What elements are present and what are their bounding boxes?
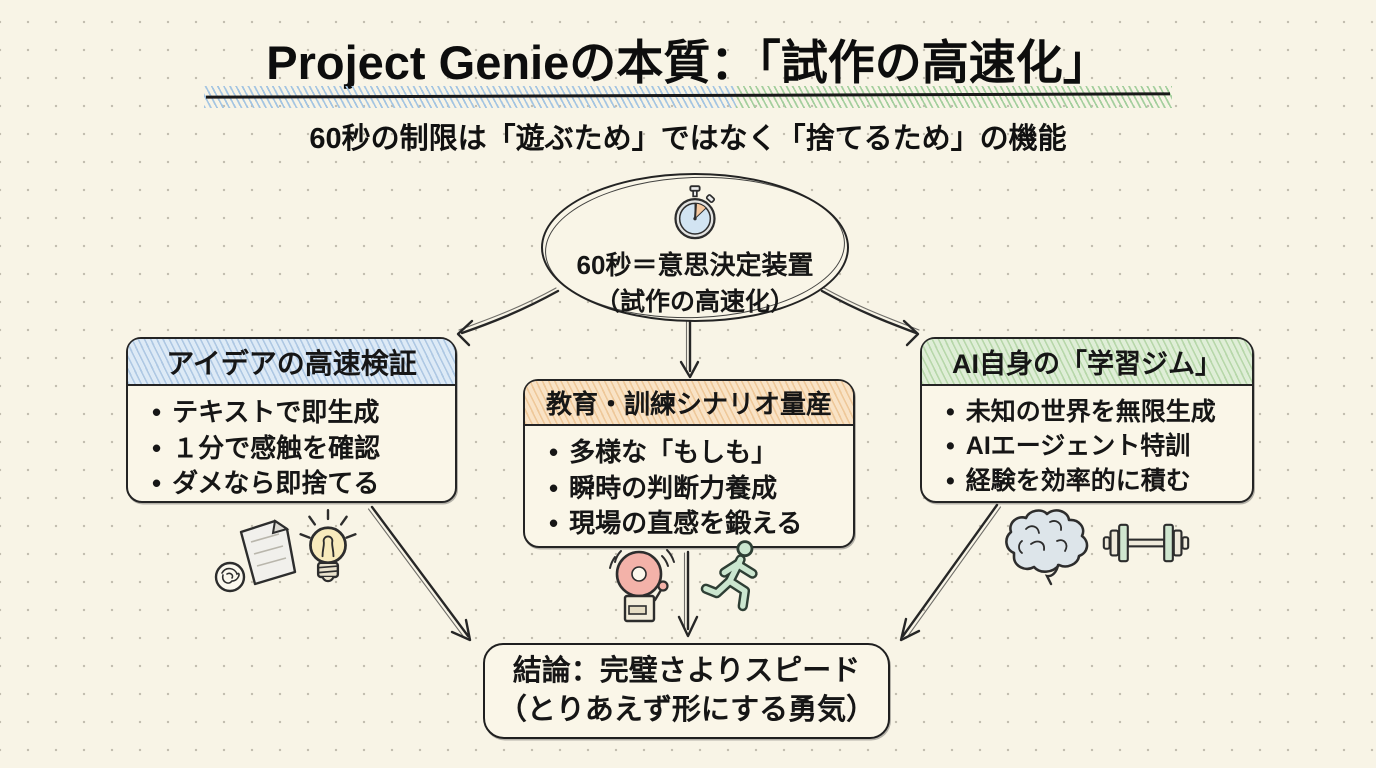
crumpled-paper-icon (214, 519, 297, 593)
page-subtitle: 60秒の制限は「遊ぶため」ではなく「捨てるため」の機能 (309, 123, 1067, 155)
runner-icon (700, 540, 758, 612)
center-node-line2: （試作の高速化） (594, 288, 795, 316)
title-underline (204, 86, 1172, 108)
branch-box-ai-gym: AI自身の「学習ジム」 未知の世界を無限生成 AIエージェント特訓 経験を効率的… (920, 337, 1254, 503)
branch-header: AI自身の「学習ジム」 (922, 339, 1252, 386)
bullet-item: 現場の直感を鍛える (549, 506, 845, 542)
page-title: Project Genieの本質：「試作の高速化」 (266, 36, 1110, 89)
conclusion-line2: （とりあえず形にする勇気） (497, 694, 876, 726)
conclusion-box: 結論：完璧さよりスピード （とりあえず形にする勇気） (483, 643, 890, 739)
bullet-item: １分で感触を確認 (152, 431, 447, 467)
bullet-list: テキストで即生成 １分で感触を確認 ダメなら即捨てる (128, 395, 455, 502)
brain-icon (1005, 509, 1089, 586)
alarm-bell-icon (609, 549, 675, 623)
bullet-item: 多様な「もしも」 (549, 435, 845, 471)
bullet-item: ダメなら即捨てる (152, 466, 447, 502)
branch-box-training-scenarios: 教育・訓練シナリオ量産 多様な「もしも」 瞬時の判断力養成 現場の直感を鍛える (523, 379, 855, 548)
underline-green-hatch (736, 86, 1172, 108)
bullet-list: 未知の世界を無限生成 AIエージェント特訓 経験を効率的に積む (922, 395, 1252, 498)
branch-box-idea-validation: アイデアの高速検証 テキストで即生成 １分で感触を確認 ダメなら即捨てる (126, 337, 457, 503)
center-node: 60秒＝意思決定装置 （試作の高速化） (541, 173, 849, 322)
lightbulb-icon (299, 508, 357, 583)
bullet-item: AIエージェント特訓 (946, 429, 1244, 463)
bullet-list: 多様な「もしも」 瞬時の判断力養成 現場の直感を鍛える (525, 435, 853, 542)
center-node-line1: 60秒＝意思決定装置 (576, 250, 814, 280)
bullet-item: テキストで即生成 (152, 395, 447, 431)
stopwatch-icon (674, 185, 716, 240)
conclusion-line1: 結論：完璧さよりスピード (512, 654, 861, 687)
branch-header: アイデアの高速検証 (128, 339, 455, 386)
dumbbell-icon (1102, 523, 1190, 563)
branch-header: 教育・訓練シナリオ量産 (525, 381, 853, 426)
bullet-item: 未知の世界を無限生成 (946, 395, 1244, 429)
bullet-item: 瞬時の判断力養成 (549, 471, 845, 507)
bullet-item: 経験を効率的に積む (946, 464, 1244, 498)
